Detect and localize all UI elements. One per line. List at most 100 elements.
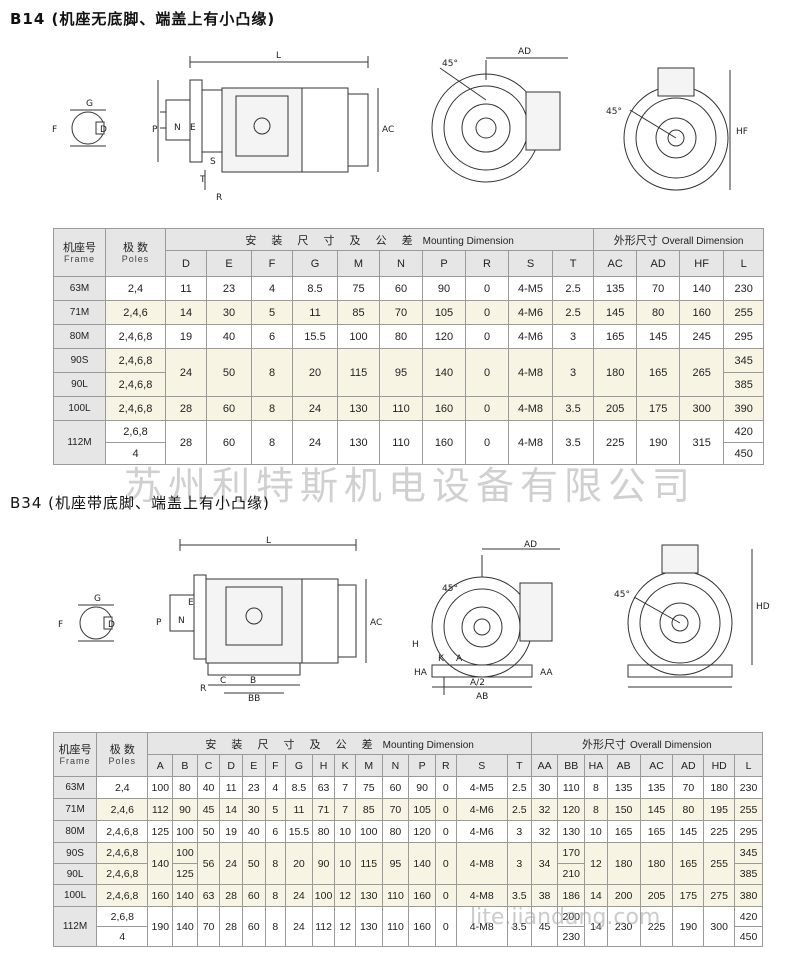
cell-p: 140 <box>408 842 436 885</box>
cell-t: 2.5 <box>506 776 532 799</box>
cell-ac: 165 <box>639 820 674 843</box>
cell-d: 28 <box>219 906 243 947</box>
b14-drawings: F G D L P N E S T R AC AD HF 45° 45° <box>52 47 748 203</box>
label-45-b: 45° <box>614 590 630 600</box>
motor-front-view-b14 <box>431 57 568 183</box>
column-header-hd: HD <box>703 754 736 777</box>
cell-d: 28 <box>165 396 207 421</box>
cell-l: 420 <box>734 906 763 927</box>
label-45-b: 45° <box>606 107 622 117</box>
cell-r: 0 <box>465 324 509 349</box>
cell-f: 5 <box>251 300 293 325</box>
label-l: L <box>266 536 271 546</box>
cell-b: 140 <box>172 906 198 947</box>
cell-hf: 160 <box>679 300 725 325</box>
cell-ac: 225 <box>593 420 638 465</box>
cell-g: 24 <box>292 420 338 465</box>
poles-cell: 2,4 <box>96 776 149 799</box>
cell-e: 23 <box>206 276 252 301</box>
cell-bb: 130 <box>557 820 586 843</box>
label-f: F <box>52 125 57 135</box>
poles-cell: 2,6,8 <box>96 906 149 927</box>
cell-s: 4-M6 <box>508 324 553 349</box>
cell-l: 295 <box>734 820 763 843</box>
cell-hf: 300 <box>679 396 725 421</box>
cell-l: 450 <box>734 926 763 947</box>
label-45-a: 45° <box>442 59 458 69</box>
cell-ad: 175 <box>672 884 705 907</box>
cell-g: 24 <box>285 884 313 907</box>
cell-p: 140 <box>422 348 466 397</box>
cell-l: 450 <box>723 442 765 465</box>
cell-ad: 80 <box>672 798 705 821</box>
cell-bb: 170 <box>557 842 586 864</box>
cell-l: 345 <box>723 348 765 373</box>
cell-ha: 12 <box>584 842 608 885</box>
motor-front-view-b34 <box>431 548 560 695</box>
label-a: A <box>456 654 463 664</box>
poles-cell: 4 <box>105 442 166 465</box>
cell-h: 100 <box>311 884 336 907</box>
label-n: N <box>174 123 181 133</box>
cell-n: 70 <box>381 798 410 821</box>
label-d: D <box>100 125 107 135</box>
cell-d: 14 <box>219 798 243 821</box>
cell-aa: 32 <box>530 820 559 843</box>
cell-hd: 300 <box>703 906 736 947</box>
cell-ad: 145 <box>672 820 705 843</box>
label-n: N <box>178 616 185 626</box>
cell-r: 0 <box>465 276 509 301</box>
cell-aa: 34 <box>530 842 559 885</box>
cell-f: 8 <box>264 842 287 885</box>
cell-e: 40 <box>206 324 252 349</box>
column-header-t: T <box>506 754 532 777</box>
cell-ac: 135 <box>593 276 638 301</box>
cell-ac: 205 <box>593 396 638 421</box>
cell-p: 160 <box>422 420 466 465</box>
label-t: T <box>199 175 206 185</box>
cell-f: 8 <box>251 348 293 397</box>
column-header-d: D <box>165 250 207 277</box>
cell-f: 8 <box>264 906 287 947</box>
label-r: R <box>216 193 222 203</box>
frame-cell: 112M <box>53 420 106 465</box>
cell-e: 60 <box>206 396 252 421</box>
cell-ad: 190 <box>636 420 681 465</box>
cell-b: 80 <box>172 776 198 799</box>
poles-cell: 2,6,8 <box>105 420 166 443</box>
cell-m: 115 <box>354 842 383 885</box>
b34-drawings: F G D L P N E C B BB R AC AD HD H HA K A… <box>58 536 770 704</box>
cell-p: 105 <box>422 300 466 325</box>
cell-r: 0 <box>435 906 457 947</box>
cell-g: 20 <box>285 842 313 885</box>
cell-k: 7 <box>334 798 356 821</box>
cell-s: 4-M6 <box>455 820 508 843</box>
column-header-p: P <box>408 754 436 777</box>
cell-t: 3 <box>506 842 532 885</box>
label-45-a: 45° <box>442 584 458 594</box>
cell-m: 85 <box>354 798 383 821</box>
cell-k: 12 <box>334 884 356 907</box>
cell-c: 63 <box>196 884 221 907</box>
column-header-f: F <box>251 250 293 277</box>
label-k: K <box>438 654 445 664</box>
cell-f: 4 <box>264 776 287 799</box>
cell-aa: 30 <box>530 776 559 799</box>
column-header-ha: HA <box>584 754 608 777</box>
cell-hd: 225 <box>703 820 736 843</box>
cell-ac: 145 <box>639 798 674 821</box>
cell-m: 130 <box>337 420 380 465</box>
cell-hd: 195 <box>703 798 736 821</box>
column-header-r: R <box>465 250 509 277</box>
cell-a: 100 <box>147 776 174 799</box>
column-header-s: S <box>508 250 553 277</box>
label-hd: HD <box>756 602 770 612</box>
cell-n: 110 <box>381 906 410 947</box>
cell-e: 60 <box>241 906 266 947</box>
cell-m: 75 <box>354 776 383 799</box>
cell-p: 160 <box>422 396 466 421</box>
